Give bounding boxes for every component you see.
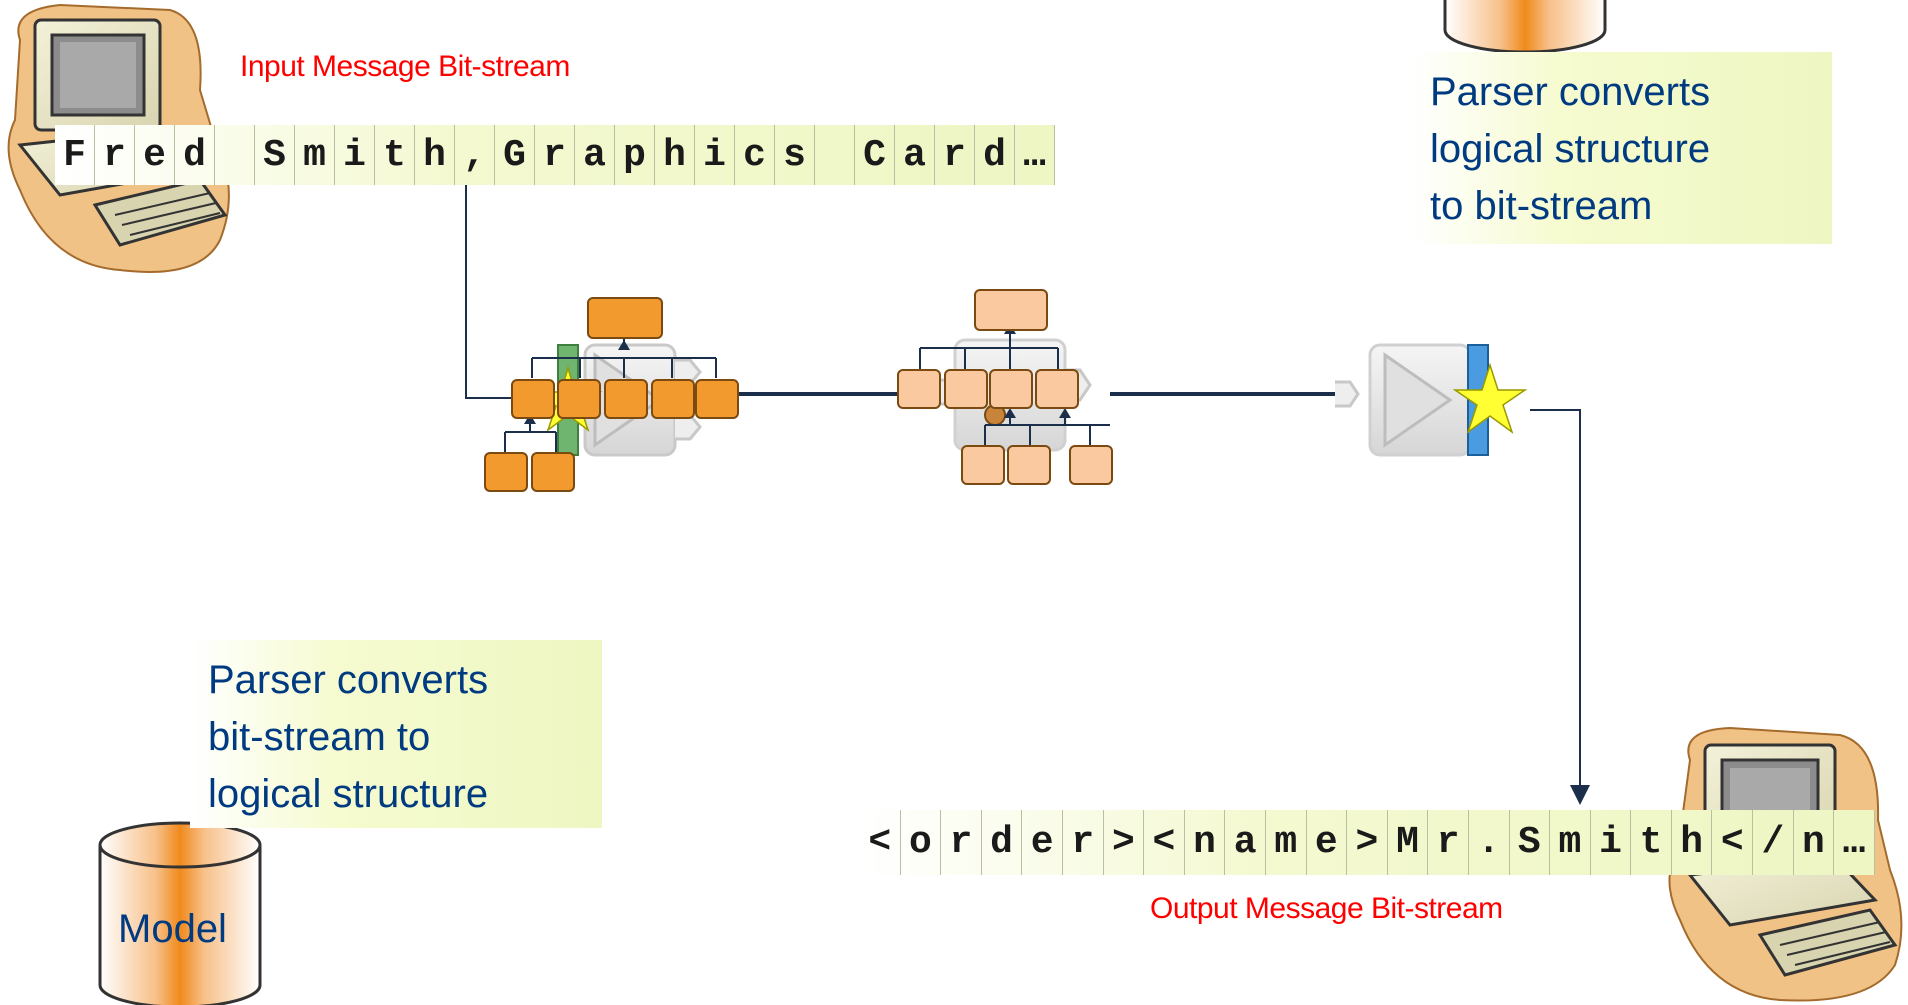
database-cylinder-icon (98, 821, 262, 1005)
output-cell: . (1469, 810, 1510, 875)
output-cell: m (1550, 810, 1591, 875)
input-cell (215, 125, 255, 185)
output-cell: h (1672, 810, 1713, 875)
output-cell: r (1063, 810, 1104, 875)
input-cell: e (135, 125, 175, 185)
input-cell: … (1015, 125, 1055, 185)
input-cell: d (975, 125, 1015, 185)
tree-node-root (587, 297, 663, 339)
output-bitstream-caption: Output Message Bit-stream (1150, 892, 1503, 925)
mq-output-node-icon (1335, 343, 1528, 457)
flow-connectors (465, 175, 1590, 805)
input-message-tree (484, 297, 739, 492)
input-cell: h (655, 125, 695, 185)
output-cell: n (1794, 810, 1835, 875)
input-cell: r (935, 125, 975, 185)
input-cell: t (375, 125, 415, 185)
output-cell: > (1104, 810, 1145, 875)
output-cell: S (1510, 810, 1551, 875)
output-cell: d (982, 810, 1023, 875)
input-cell: r (535, 125, 575, 185)
output-cell: i (1591, 810, 1632, 875)
output-cell: t (1631, 810, 1672, 875)
output-cell: / (1753, 810, 1794, 875)
input-cell: S (255, 125, 295, 185)
database-cylinder-top-icon (1443, 0, 1607, 54)
output-cell: > (1347, 810, 1388, 875)
input-cell: G (495, 125, 535, 185)
input-cell: i (335, 125, 375, 185)
output-cell: m (1266, 810, 1307, 875)
output-cell: … (1834, 810, 1875, 875)
input-cell: r (95, 125, 135, 185)
input-cell: h (415, 125, 455, 185)
serialize-note: Parser converts logical structure to bit… (1412, 52, 1832, 244)
note-line: bit-stream to (208, 715, 431, 759)
input-cell: d (175, 125, 215, 185)
output-cell: M (1388, 810, 1429, 875)
input-cell: i (695, 125, 735, 185)
output-cell: r (941, 810, 982, 875)
input-cell: a (895, 125, 935, 185)
output-cell: o (901, 810, 942, 875)
output-cell: e (1022, 810, 1063, 875)
input-cell: m (295, 125, 335, 185)
database-label: Model (118, 907, 227, 951)
note-line: Parser converts (208, 658, 489, 702)
input-cell: C (855, 125, 895, 185)
input-cell: c (735, 125, 775, 185)
note-line: Parser converts (1430, 70, 1711, 114)
note-line: logical structure (208, 772, 489, 816)
note-line: logical structure (1430, 127, 1711, 171)
input-cell: , (455, 125, 495, 185)
compute-message-tree (897, 289, 1113, 485)
output-cell: a (1225, 810, 1266, 875)
note-line: to bit-stream (1430, 184, 1653, 228)
parse-note: Parser converts bit-stream to logical st… (190, 640, 602, 828)
output-cell: < (1144, 810, 1185, 875)
input-bitstream-caption: Input Message Bit-stream (240, 50, 570, 83)
output-cell: < (1712, 810, 1754, 875)
input-cell: F (55, 125, 95, 185)
input-cell (815, 125, 855, 185)
input-cell: a (575, 125, 615, 185)
output-cell: < (860, 810, 901, 875)
output-cell: e (1307, 810, 1348, 875)
output-cell: r (1428, 810, 1469, 875)
output-cell: n (1185, 810, 1226, 875)
input-cell: s (775, 125, 815, 185)
input-cell: p (615, 125, 655, 185)
